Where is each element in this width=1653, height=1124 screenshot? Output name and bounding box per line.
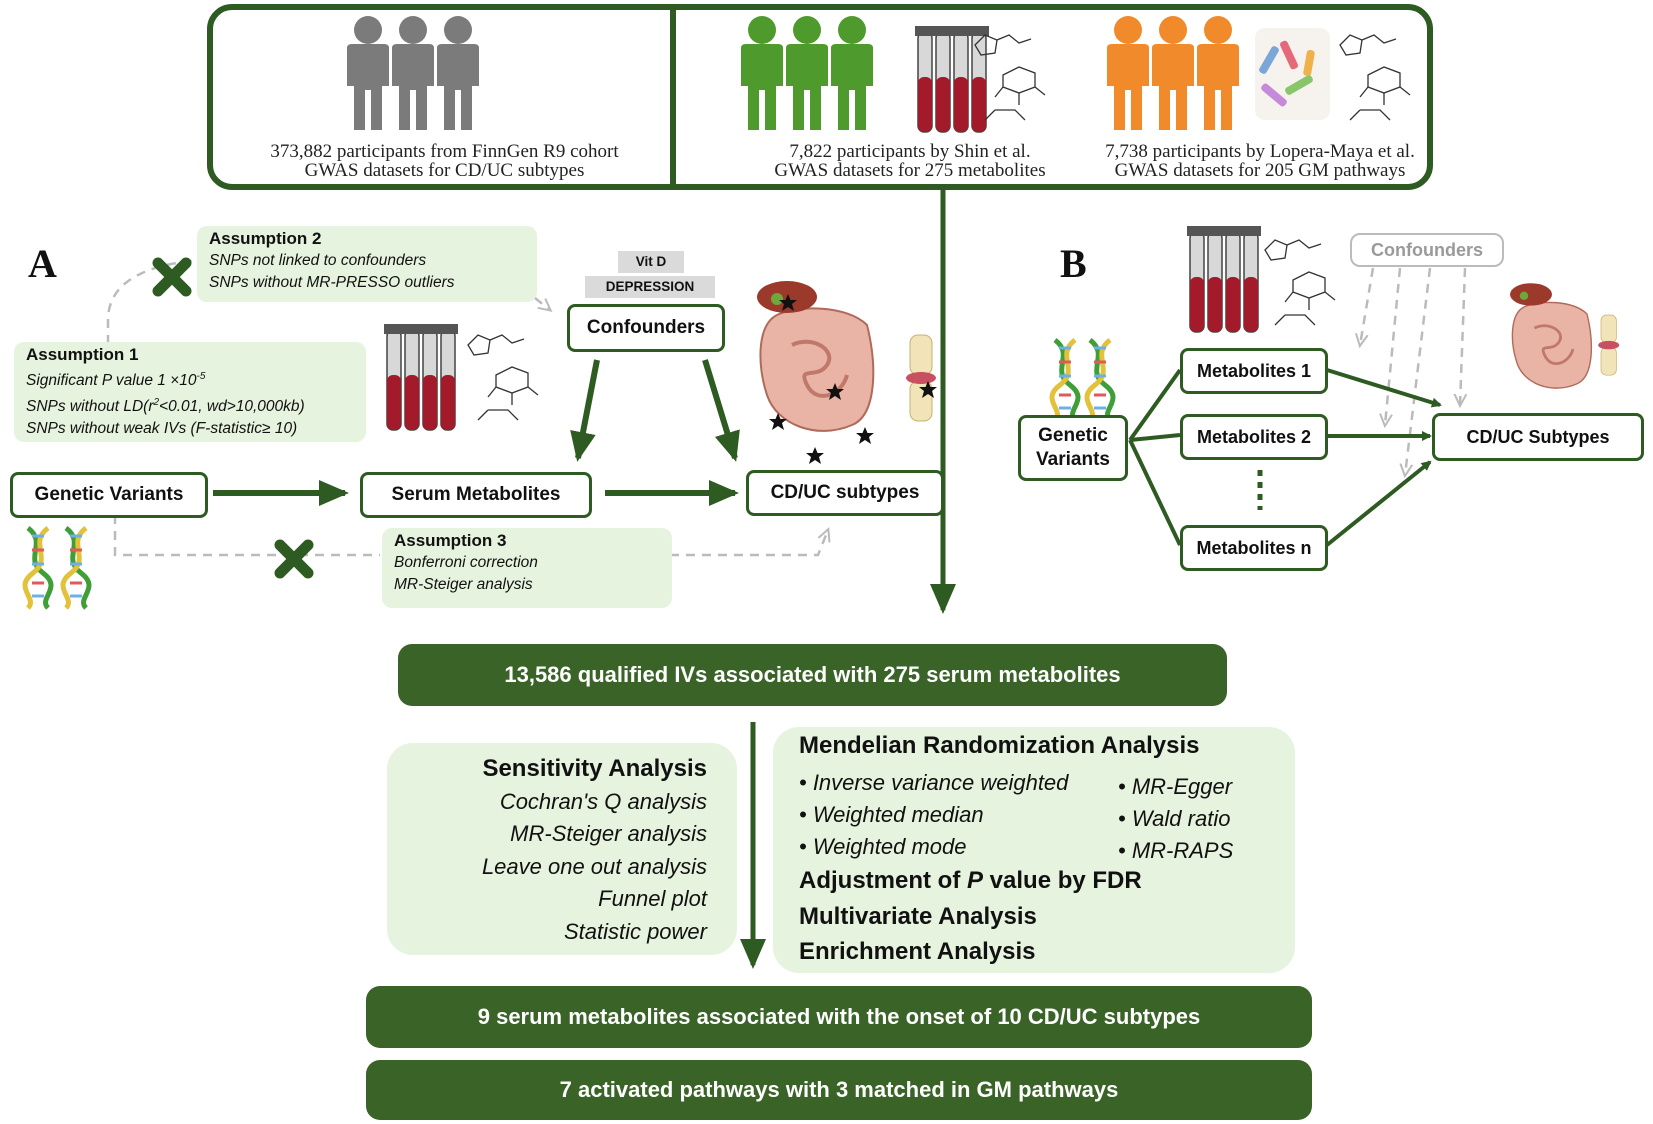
mr-enrichment: Enrichment Analysis bbox=[799, 938, 1036, 965]
mr-analysis-panel: Mendelian Randomization Analysis • Inver… bbox=[773, 727, 1295, 973]
finngen-line1: 373,882 participants from FinnGen R9 coh… bbox=[270, 141, 619, 162]
mr-method-wald: • Wald ratio bbox=[1118, 806, 1231, 831]
pathway-molecule-icon bbox=[1339, 34, 1411, 121]
b-cduc-subtypes-node: CD/UC Subtypes bbox=[1432, 413, 1644, 461]
mr-method-egger: • MR-Egger bbox=[1118, 774, 1233, 799]
assumption3-title: Assumption 3 bbox=[394, 531, 507, 550]
dna-icon-2 bbox=[63, 528, 89, 608]
lopera-people-icon bbox=[1107, 16, 1239, 130]
gut-icon bbox=[755, 279, 876, 433]
joint-icon bbox=[905, 334, 937, 422]
assumption2-title: Assumption 2 bbox=[209, 229, 322, 248]
b-molecule-icon bbox=[1264, 239, 1336, 326]
b-genetic-variants-node: Genetic Variants bbox=[1018, 415, 1128, 481]
assumption2-cross-icon bbox=[152, 257, 192, 297]
panel-b-letter: B bbox=[1060, 241, 1087, 286]
assumption3-path bbox=[113, 515, 380, 557]
assumption1-title: Assumption 1 bbox=[26, 345, 139, 364]
lopera-line2: GWAS datasets for 205 GM pathways bbox=[1114, 160, 1406, 181]
mr-multivariate: Multivariate Analysis bbox=[799, 902, 1037, 930]
sensitivity-item-2: Leave one out analysis bbox=[481, 853, 707, 879]
top-panel-frame bbox=[207, 4, 1433, 190]
assumption1-line2: SNPs without LD(r2<0.01, wd>10,000kb) bbox=[26, 397, 305, 416]
sensitivity-panel: Sensitivity Analysis Cochran's Q analysi… bbox=[387, 743, 737, 955]
mr-method-ivw: • Inverse variance weighted bbox=[799, 770, 1069, 795]
assumption2-box: Assumption 2 SNPs not linked to confound… bbox=[197, 226, 537, 302]
assumption3-cross-icon bbox=[274, 539, 314, 579]
assumption1-box: Assumption 1 Significant P value 1 ×10-5… bbox=[14, 342, 366, 442]
assumption2-path bbox=[106, 258, 201, 440]
assumption3-line2: MR-Steiger analysis bbox=[394, 576, 533, 593]
sensitivity-title: Sensitivity Analysis bbox=[482, 755, 707, 782]
b-confounders-box: Confounders bbox=[1350, 233, 1504, 267]
shin-caption: 7,822 participants by Shin et al. GWAS d… bbox=[700, 142, 1120, 180]
b-dna-icon bbox=[1052, 340, 1078, 420]
b-tubes-icon bbox=[1186, 225, 1262, 333]
finngen-caption: 373,882 participants from FinnGen R9 coh… bbox=[222, 142, 667, 180]
assumption3-line1: Bonferroni correction bbox=[394, 554, 538, 571]
b-gut-icon bbox=[1508, 281, 1593, 390]
mr-title: Mendelian Randomization Analysis bbox=[799, 732, 1200, 759]
lopera-line1: 7,738 participants by Lopera-Maya et al. bbox=[1105, 141, 1415, 162]
sensitivity-item-3: Funnel plot bbox=[598, 886, 707, 911]
cduc-subtypes-node: CD/UC subtypes bbox=[746, 470, 944, 516]
assumption2-line2: SNPs without MR-PRESSO outliers bbox=[209, 274, 455, 291]
sensitivity-item-0: Cochran's Q analysis bbox=[499, 788, 707, 814]
b-metabolites2-node: Metabolites 2 bbox=[1180, 414, 1328, 460]
b-metabolites1-node: Metabolites 1 bbox=[1180, 348, 1328, 394]
sensitivity-item-1: MR-Steiger analysis bbox=[510, 821, 707, 846]
serum-molecule-icon bbox=[467, 334, 539, 421]
b-metabolitesn-node: Metabolites n bbox=[1180, 525, 1328, 571]
dna-icon bbox=[25, 528, 51, 608]
result-pathways-bar: 7 activated pathways with 3 matched in G… bbox=[366, 1060, 1312, 1120]
mr-method-wmode: • Weighted mode bbox=[799, 834, 967, 859]
mr-method-wmedian: • Weighted median bbox=[799, 802, 984, 827]
depression-tag: DEPRESSION bbox=[585, 276, 715, 298]
gut-microbiome-icon bbox=[1255, 28, 1330, 120]
shin-line1: 7,822 participants by Shin et al. bbox=[789, 141, 1031, 162]
assumption1-line3: SNPs without weak IVs (F-statistic≥ 10) bbox=[26, 420, 298, 438]
genetic-variants-node: Genetic Variants bbox=[10, 472, 208, 518]
qualified-ivs-bar: 13,586 qualified IVs associated with 275… bbox=[398, 644, 1227, 706]
shin-people-icon bbox=[741, 16, 873, 130]
assumption1-line1: Significant P value 1 ×10-5 bbox=[26, 371, 206, 390]
b-dna-icon-2 bbox=[1087, 340, 1113, 420]
serum-tubes-icon bbox=[383, 323, 459, 431]
serum-metabolites-node: Serum Metabolites bbox=[360, 472, 592, 518]
assumption3-box: Assumption 3 Bonferroni correction MR-St… bbox=[382, 528, 672, 608]
b-genetic-line1: Genetic bbox=[1038, 425, 1108, 446]
b-joint-icon bbox=[1597, 314, 1620, 376]
result-metabolites-bar: 9 serum metabolites associated with the … bbox=[366, 986, 1312, 1048]
mr-method-raps: • MR-RAPS bbox=[1118, 838, 1234, 863]
b-genetic-line2: Variants bbox=[1036, 449, 1110, 470]
mr-adjustment: Adjustment of P value by FDR bbox=[799, 867, 1142, 894]
finngen-people-icon bbox=[347, 16, 479, 130]
finngen-line2: GWAS datasets for CD/UC subtypes bbox=[304, 160, 585, 181]
vitd-tag: Vit D bbox=[618, 251, 684, 273]
lopera-caption: 7,738 participants by Lopera-Maya et al.… bbox=[1100, 142, 1420, 180]
sensitivity-item-4: Statistic power bbox=[563, 918, 707, 944]
assumption2-line1: SNPs not linked to confounders bbox=[209, 252, 427, 269]
shin-line2: GWAS datasets for 275 metabolites bbox=[774, 160, 1046, 181]
confounders-node: Confounders bbox=[567, 304, 725, 352]
panel-a-letter: A bbox=[28, 241, 57, 286]
